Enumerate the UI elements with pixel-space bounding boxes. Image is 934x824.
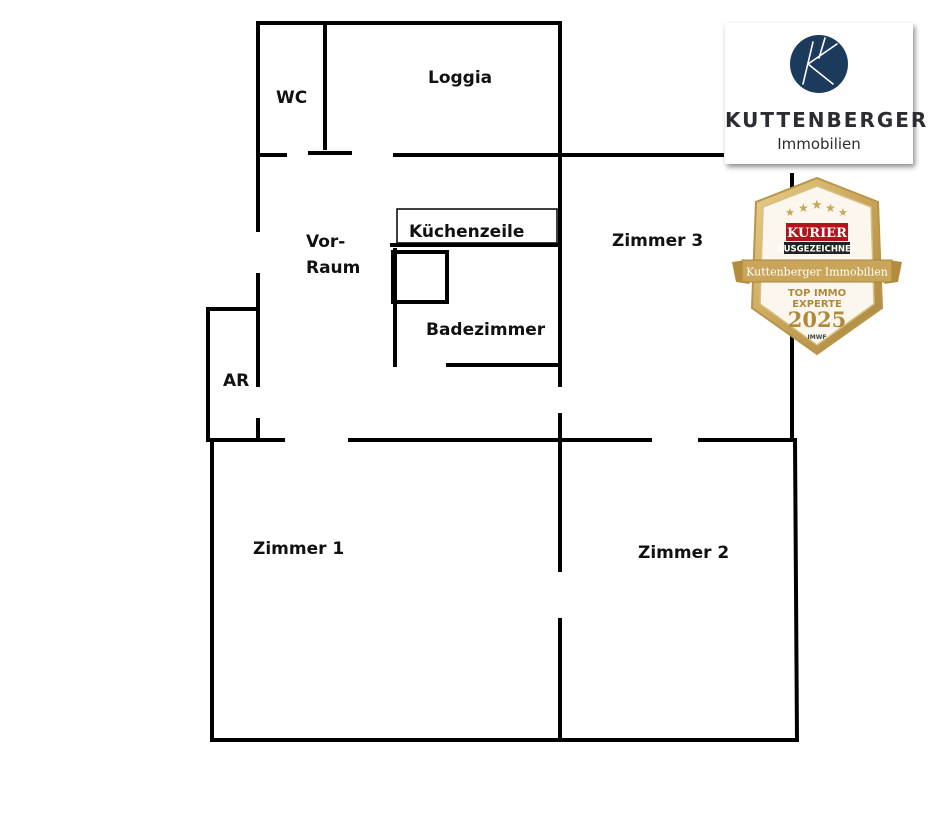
- compass-k-icon: [790, 35, 848, 93]
- logo-brand-name: KUTTENBERGER: [725, 108, 929, 132]
- kurier-text: KURIER: [787, 226, 847, 241]
- room-label-ar: AR: [223, 371, 250, 391]
- company-logo: KUTTENBERGER Immobilien: [725, 23, 929, 164]
- room-label-badezimmer: Badezimmer: [426, 320, 546, 340]
- room-label-vorraum-line2: Raum: [306, 258, 361, 278]
- kurier-box: [786, 223, 848, 241]
- bath-fixture: [391, 250, 449, 304]
- room-label-loggia: Loggia: [428, 68, 493, 88]
- svg-text:★: ★: [811, 198, 823, 213]
- svg-text:★: ★: [785, 206, 795, 219]
- room-label-zimmer3: Zimmer 3: [612, 231, 704, 251]
- svg-text:★: ★: [798, 201, 809, 215]
- room-label-zimmer1: Zimmer 1: [253, 539, 345, 559]
- kitchen-counter: [396, 208, 558, 244]
- badge-year: 2025: [788, 307, 846, 332]
- badge-title-line2: EXPERTE: [792, 299, 842, 310]
- award-line: AUSGEZEICHNET: [777, 245, 857, 255]
- room-label-kuechenzeile: Küchenzeile: [409, 222, 525, 242]
- award-badge: ★ ★ ★ ★ ★ KURIER AUSGEZEICHNET Kuttenber…: [732, 176, 902, 356]
- logo-subtitle: Immobilien: [777, 135, 861, 153]
- badge-issuer: IMWF: [808, 334, 827, 341]
- room-label-zimmer2: Zimmer 2: [638, 543, 730, 563]
- room-label-vorraum-line1: Vor-: [306, 232, 346, 252]
- room-label-vorraum: Vor- Raum: [306, 229, 360, 281]
- wall: [792, 437, 800, 743]
- room-label-wc: WC: [276, 88, 308, 108]
- badge-stars: ★ ★ ★ ★ ★: [785, 198, 848, 219]
- svg-text:★: ★: [825, 201, 836, 215]
- ribbon-text: Kuttenberger Immobilien: [746, 266, 888, 279]
- svg-text:★: ★: [838, 206, 848, 219]
- badge-title-line1: TOP IMMO: [788, 288, 846, 299]
